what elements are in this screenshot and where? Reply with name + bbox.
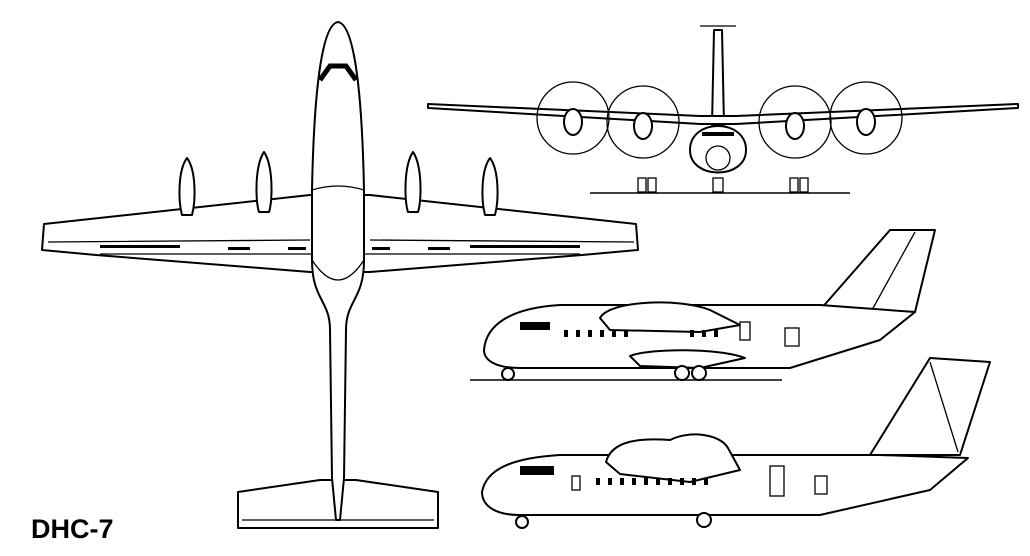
flap-segments: [100, 245, 580, 250]
side-view: [470, 229, 936, 381]
fuselage-side: [483, 304, 916, 369]
wing-front: [427, 103, 1019, 125]
fuselage-top: [311, 21, 365, 521]
propeller-discs: [536, 81, 903, 159]
vertical-fin-side-alt: [869, 357, 991, 456]
side-view-alt: [481, 357, 991, 529]
engine-nacelles: [178, 151, 499, 216]
front-view: [427, 25, 1019, 194]
wing-engine-side-alt: [605, 433, 741, 483]
cockpit-windows: [317, 63, 359, 82]
cabin-windows-alt: [520, 466, 708, 485]
vertical-fin-front: [711, 29, 725, 126]
fuselage-front: [689, 125, 747, 174]
aircraft-designation-label: DHC-7: [31, 514, 114, 544]
cabin-windows: [520, 322, 718, 337]
fuselage-side-alt: [481, 454, 969, 516]
top-view: [41, 21, 639, 529]
